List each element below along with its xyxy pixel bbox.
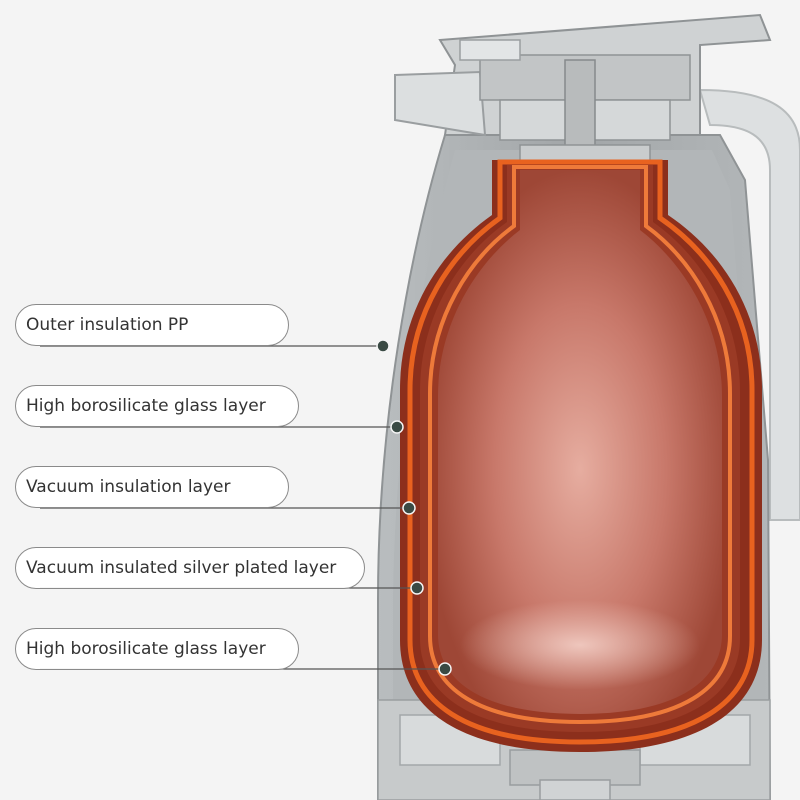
marker-dot-1	[376, 339, 390, 353]
marker-dot-2	[390, 420, 404, 434]
marker-dot-4	[410, 581, 424, 595]
marker-dots	[376, 339, 452, 676]
marker-dot-3	[402, 501, 416, 515]
label-outer-insulation-pp: Outer insulation PP	[15, 304, 289, 346]
marker-dot-5	[438, 662, 452, 676]
label-vacuum-insulation-layer: Vacuum insulation layer	[15, 466, 289, 508]
label-high-borosilicate-glass-layer-2: High borosilicate glass layer	[15, 628, 299, 670]
handle	[698, 88, 800, 521]
label-high-borosilicate-glass-layer-1: High borosilicate glass layer	[15, 385, 299, 427]
glass-flask	[400, 159, 762, 752]
label-vacuum-insulated-silver-plated-layer: Vacuum insulated silver plated layer	[15, 547, 365, 589]
